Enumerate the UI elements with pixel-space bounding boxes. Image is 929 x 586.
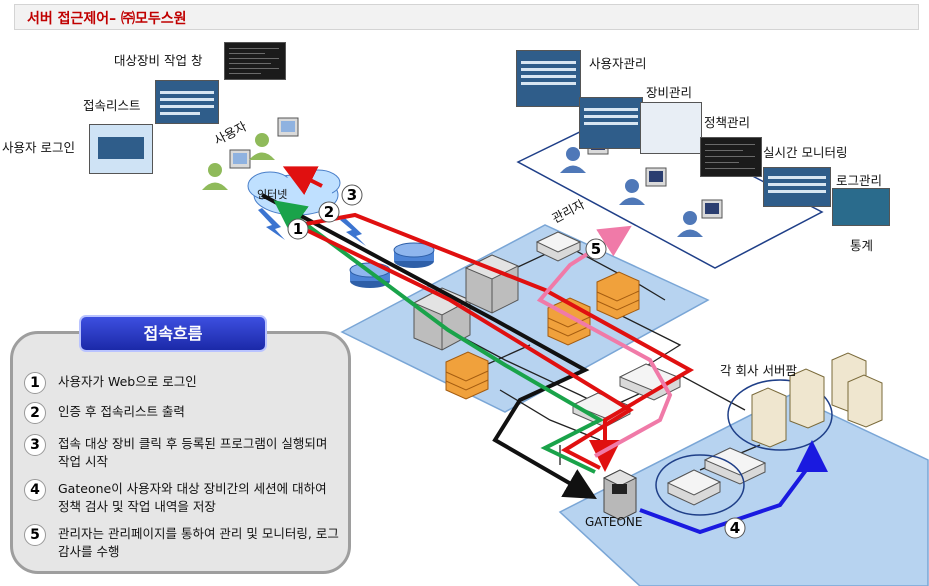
target-window-label: 대상장비 작업 창 <box>114 53 203 68</box>
flow-legend-title: 접속흐름 <box>79 315 267 352</box>
flow-marker-5: 5 <box>591 240 601 258</box>
step-text: 접속 대상 장비 클릭 후 등록된 프로그램이 실행되며 작업 시작 <box>58 436 328 469</box>
switch-icon <box>666 469 722 506</box>
flow-path-5 <box>536 225 673 458</box>
user-mgmt-label: 사용자관리 <box>589 56 647 71</box>
flow-path-3a <box>297 224 634 470</box>
statistics-label: 통계 <box>850 238 874 253</box>
flow-marker-3: 3 <box>347 186 357 204</box>
flow-path-1 <box>261 193 597 500</box>
device-mgmt-label: 장비관리 <box>646 85 693 100</box>
user-login-label: 사용자 로그인 <box>2 140 75 155</box>
access-list-screenshot <box>155 80 219 124</box>
device-mgmt-screenshot <box>579 97 643 149</box>
step-text: 관리자는 관리페이지를 통하여 관리 및 모니터링, 로그감사를 수행 <box>58 526 339 559</box>
user-login-screenshot <box>89 124 153 174</box>
firewall-icon <box>596 271 640 320</box>
flow-path-2 <box>273 200 605 474</box>
title-bar: 서버 접근제어– ㈜모두스원 <box>14 4 919 30</box>
log-mgmt-screenshot <box>763 167 831 207</box>
gateone-label: GATEONE <box>585 515 643 529</box>
server-farm <box>655 352 883 516</box>
user-mgmt-screenshot <box>516 50 581 107</box>
flow-path-4 <box>639 440 828 535</box>
realtime-monitoring-label: 실시간 모니터링 <box>763 145 848 160</box>
step-number: 5 <box>24 524 46 546</box>
step-number: 3 <box>24 434 46 456</box>
log-mgmt-label: 로그관리 <box>836 173 883 188</box>
policy-mgmt-screenshot <box>640 102 702 154</box>
switch-icon <box>618 363 682 401</box>
policy-mgmt-label: 정책관리 <box>704 115 751 130</box>
statistics-screenshot <box>832 188 890 226</box>
internet-label: 인터넷 <box>257 188 288 201</box>
flow-path-3b <box>299 212 695 472</box>
step-number: 2 <box>24 402 46 424</box>
wan-link-icon <box>340 218 366 246</box>
company-servers-label: 각 회사 서버팜 <box>720 363 797 378</box>
target-window-screenshot <box>224 42 286 80</box>
switch-icon <box>535 231 582 262</box>
firewall-icon <box>445 351 489 400</box>
realtime-monitoring-screenshot <box>700 137 762 177</box>
wan-link-icon <box>258 208 285 240</box>
admin-person-icon <box>560 147 703 237</box>
user-pc-icon <box>229 149 251 169</box>
step-text: Gateone이 사용자와 대상 장비간의 세션에 대하여 정책 검사 및 작업… <box>58 481 327 514</box>
flow-legend-panel <box>10 331 351 574</box>
access-list-label: 접속리스트 <box>83 98 141 113</box>
step-number: 4 <box>24 479 46 501</box>
flow-path-3c <box>282 166 323 196</box>
flow-marker-2: 2 <box>324 203 334 221</box>
gateone-appliance-icon <box>602 469 638 521</box>
user-pc-icon <box>277 117 299 137</box>
flow-marker-1: 1 <box>293 220 303 238</box>
step-text: 사용자가 Web으로 로그인 <box>58 374 197 389</box>
step-number: 1 <box>24 372 46 394</box>
flow-marker-4: 4 <box>730 519 740 537</box>
step-text: 인증 후 접속리스트 출력 <box>58 404 185 419</box>
router-icon <box>393 242 435 268</box>
user-person-icon <box>202 133 275 190</box>
page-title: 서버 접근제어– ㈜모두스원 <box>27 11 187 27</box>
